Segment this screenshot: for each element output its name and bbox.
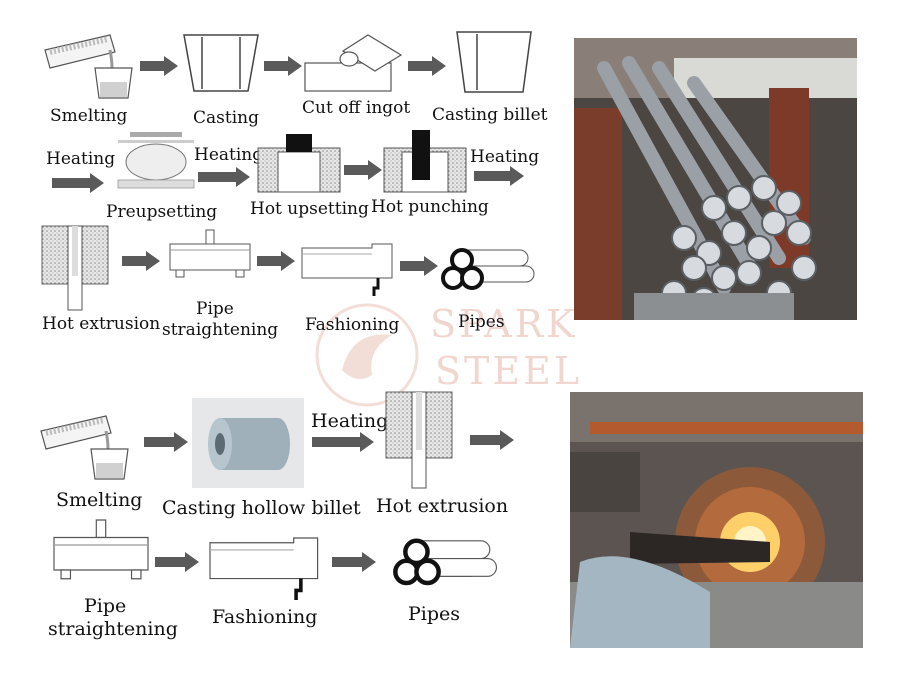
arrow-icon	[264, 56, 302, 76]
fashioning-icon	[209, 537, 319, 600]
casting-billet-icon	[456, 31, 532, 93]
step-casting: Casting	[193, 108, 259, 128]
arrow-icon	[344, 160, 382, 180]
arrow-icon	[257, 251, 295, 271]
pipes-bundle-icon	[441, 248, 535, 290]
watermark-line1: SPARK	[430, 302, 578, 346]
arrow-icon	[155, 552, 199, 572]
step-pipe-straightening-line1: Pipe	[196, 299, 234, 319]
step-pipe-straightening-line2: straightening	[162, 320, 279, 340]
hot-extrusion-photo	[570, 392, 863, 648]
arrow-icon	[122, 251, 160, 271]
steel-pipes-photo	[574, 38, 857, 320]
step-casting-billet: Casting billet	[432, 105, 548, 125]
step-hot-punching: Hot punching	[371, 197, 489, 217]
arrow-icon	[52, 173, 104, 193]
arrow-icon	[400, 256, 438, 276]
step-b-fashioning: Fashioning	[212, 606, 318, 628]
hollow-billet-image	[192, 398, 304, 488]
heating-label-2: Heating	[194, 145, 264, 165]
hot-extrusion-die-icon	[41, 225, 109, 311]
arrow-icon	[140, 56, 178, 76]
step-preupsetting: Preupsetting	[106, 202, 218, 222]
hot-punching-die-icon	[383, 130, 467, 193]
arrow-icon	[332, 552, 376, 572]
step-b-casting-hollow-billet: Casting hollow billet	[162, 497, 361, 519]
fashioning-icon	[301, 243, 393, 296]
watermark-line2: STEEL	[435, 349, 583, 393]
preupsetting-press-icon	[117, 132, 195, 189]
arrow-icon	[408, 56, 446, 76]
step-cut-off-ingot: Cut off ingot	[302, 98, 411, 118]
pipes-bundle-icon	[393, 538, 497, 586]
arrow-icon	[312, 432, 374, 452]
arrow-icon	[470, 430, 514, 450]
heating-label-1: Heating	[46, 149, 116, 169]
pipe-straightening-icon	[169, 229, 251, 278]
smelting-ladle-icon	[40, 415, 129, 480]
step-b-pipes: Pipes	[408, 603, 461, 625]
heating-label-3: Heating	[470, 147, 540, 167]
step-smelting: Smelting	[50, 106, 128, 126]
step-b-pipe-straightening-line1: Pipe	[84, 595, 127, 617]
step-b-smelting: Smelting	[56, 489, 143, 511]
step-pipes: Pipes	[458, 312, 505, 332]
arrow-icon	[144, 432, 188, 452]
watermark-logo-icon	[315, 303, 419, 407]
arrow-icon	[198, 167, 250, 187]
step-b-pipe-straightening-line2: straightening	[48, 618, 178, 640]
step-b-hot-extrusion: Hot extrusion	[376, 495, 509, 517]
casting-mold-icon	[183, 34, 259, 92]
step-fashioning: Fashioning	[305, 315, 400, 335]
hot-extrusion-die-icon	[385, 391, 453, 489]
pipe-straightening-icon	[53, 519, 149, 580]
step-hot-upsetting: Hot upsetting	[250, 199, 369, 219]
step-hot-extrusion: Hot extrusion	[42, 314, 161, 334]
cut-off-ingot-icon	[304, 34, 403, 92]
hot-upsetting-die-icon	[257, 134, 341, 193]
heating-label-b: Heating	[311, 410, 389, 432]
smelting-ladle-icon	[44, 34, 133, 99]
arrow-icon	[474, 166, 524, 186]
